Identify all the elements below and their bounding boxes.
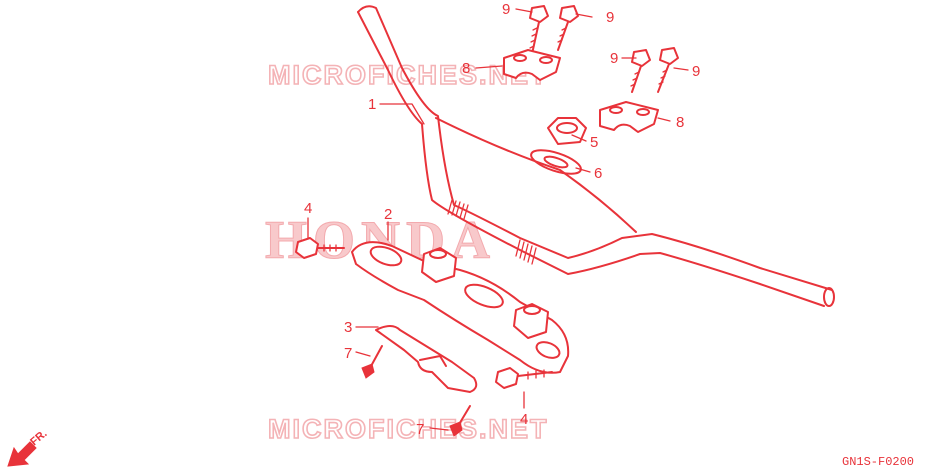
callout-5: 5	[590, 134, 598, 151]
top-bridge[interactable]	[351, 241, 570, 374]
leader-lines	[307, 8, 689, 431]
bolt-left[interactable]	[295, 237, 345, 259]
watermark-top: MICROFICHES.NET	[268, 60, 549, 90]
steering-stem-nut[interactable]	[547, 117, 587, 145]
bracket-plate[interactable]	[375, 325, 478, 393]
handlebar[interactable]	[357, 5, 835, 307]
callout-4-right: 4	[520, 411, 528, 428]
callout-1: 1	[368, 96, 376, 113]
bolt-lower-left[interactable]	[630, 49, 651, 93]
washer[interactable]	[528, 145, 583, 178]
bolt-upper-right[interactable]	[557, 5, 579, 51]
callout-7-lower: 7	[416, 421, 424, 438]
callout-2: 2	[384, 206, 392, 223]
callout-9-c: 9	[610, 50, 618, 67]
callout-9-a: 9	[502, 1, 510, 18]
bolt-upper-left[interactable]	[529, 5, 549, 55]
callout-9-b: 9	[606, 9, 614, 26]
bolt-lower-right[interactable]	[657, 47, 679, 93]
callout-7-upper: 7	[344, 345, 352, 362]
handlebar-holder-upper[interactable]	[503, 49, 561, 81]
bolt-right[interactable]	[495, 367, 553, 389]
handlebar-holder-lower[interactable]	[599, 101, 659, 133]
callout-6: 6	[594, 165, 602, 182]
callout-8-upper: 8	[462, 60, 470, 77]
watermark-bottom: MICROFICHES.NET	[268, 414, 549, 444]
screw-lower[interactable]	[449, 405, 471, 437]
callout-3: 3	[344, 319, 352, 336]
diagram-code: GN1S-F0200	[842, 455, 914, 469]
callout-9-d: 9	[692, 63, 700, 80]
callout-8-lower: 8	[676, 114, 684, 131]
front-direction-arrow-icon	[7, 441, 37, 467]
callout-4-left: 4	[304, 200, 312, 217]
screw-upper[interactable]	[361, 345, 383, 379]
